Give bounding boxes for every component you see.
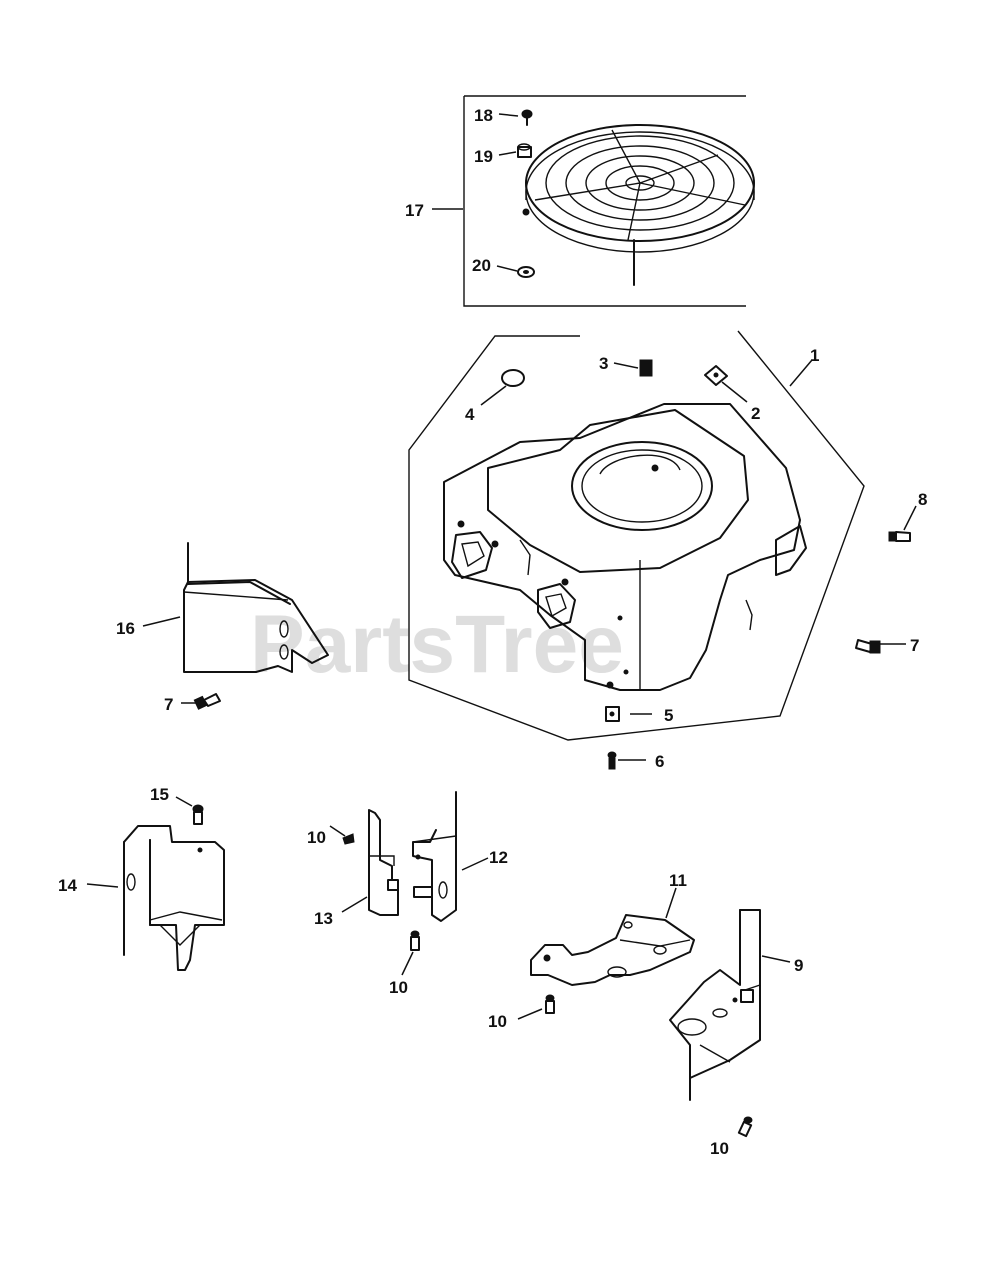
callout-10-c: 10 [488,1012,507,1031]
screw-8 [888,531,911,542]
blower-housing-group [408,330,917,770]
callout-10-b: 10 [389,978,408,997]
screw-6 [607,751,617,770]
callouts: 1 2 3 4 5 6 7 7 8 9 10 10 10 10 11 12 13… [58,106,927,1158]
callout-6: 6 [655,752,664,771]
housing-outline-octagon [408,330,865,741]
washer-20 [517,266,535,278]
screw-10-mid [401,930,420,976]
bracket-13 [341,809,399,916]
blower-housing [443,403,807,691]
callout-9: 9 [794,956,803,975]
callout-8: 8 [918,490,927,509]
screw-7-left [181,693,221,710]
callout-19: 19 [474,147,493,166]
callout-16: 16 [116,619,135,638]
callout-14: 14 [58,876,77,895]
callout-2: 2 [751,404,760,423]
callout-7-left: 7 [164,695,173,714]
screw-10-bottom-right [737,1116,753,1138]
callout-4: 4 [465,405,475,424]
screw-18 [521,109,533,126]
callout-20: 20 [472,256,491,275]
screw-15 [175,796,204,825]
callout-7-right: 7 [910,636,919,655]
callout-3: 3 [599,354,608,373]
callout-10-d: 10 [710,1139,729,1158]
screw-7-right [855,639,881,654]
grommet-5 [605,706,620,722]
bracket-9 [669,909,791,1101]
callout-13: 13 [314,909,333,928]
screw-10-upper [329,825,355,845]
bracket-12 [412,791,489,922]
grille-assembly-group [432,95,755,307]
screw-10-lower-left [517,994,555,1020]
bracket-11 [530,887,695,986]
nut-2 [704,365,728,386]
callout-11: 11 [669,871,687,890]
grille-frame [463,95,746,307]
fan-grille [522,124,755,286]
callout-17: 17 [405,201,424,220]
screw-3 [639,359,653,377]
spacer-19 [517,143,532,158]
callout-15: 15 [150,785,169,804]
callout-12: 12 [489,848,508,867]
callout-1: 1 [810,346,819,365]
lower-baffle-14 [86,825,225,971]
callout-10-a: 10 [307,828,326,847]
callout-5: 5 [664,706,673,725]
callout-18: 18 [474,106,493,125]
plug-4 [501,369,525,387]
watermark-text: PartsTree [250,599,624,690]
side-baffle-16 [142,542,329,673]
